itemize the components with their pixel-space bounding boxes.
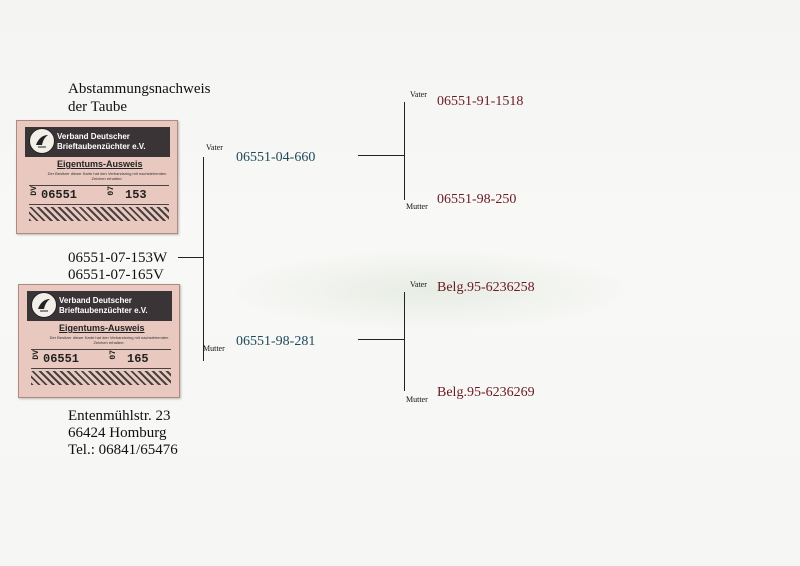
ring-number-2: 06551-07-165V [68, 267, 164, 283]
card-decorative-pattern [31, 371, 171, 385]
connector-mother-branch [358, 339, 404, 340]
card-org-line-1: Verband Deutscher [59, 296, 132, 305]
ring-numbers: 06551-07-153W 06551-07-165V [68, 250, 167, 284]
father-ring: 06551-04-660 [236, 150, 316, 165]
label-vater-mf: Vater [410, 280, 427, 289]
address-street: Entenmühlstr. 23 [68, 408, 171, 424]
card-number-2: 07 [109, 350, 118, 360]
pigeon-logo-icon [29, 128, 55, 154]
owner-address: Entenmühlstr. 23 66424 Homburg Tel.: 068… [68, 408, 178, 459]
title-line-1: Abstammungsnachweis [68, 81, 211, 97]
card-number-3: 165 [127, 352, 149, 366]
connector-father-vertical [404, 102, 405, 200]
address-city: 66424 Homburg [68, 425, 167, 441]
title-line-2: der Taube [68, 99, 128, 115]
ownership-card-1: Verband Deutscher Brieftaubenzüchter e.V… [16, 120, 178, 234]
address-phone: Tel.: 06841/65476 [68, 442, 178, 458]
ownership-card-2: Verband Deutscher Brieftaubenzüchter e.V… [18, 284, 180, 398]
connector-father-branch [358, 155, 404, 156]
card-fine-print: Der Besitzer dieser Karte hat den Verban… [49, 335, 169, 345]
card-ring-number: DV 06551 07 165 [31, 349, 171, 369]
card-dv: DV [30, 186, 39, 196]
card-number-1: 06551 [43, 352, 80, 366]
card-decorative-pattern [29, 207, 169, 221]
card-number-1: 06551 [41, 188, 78, 202]
card-document-title: Eigentums-Ausweis [57, 159, 143, 169]
connector-parents-vertical [203, 157, 204, 361]
document-title: Abstammungsnachweis der Taube [68, 80, 210, 116]
card-org-line-1: Verband Deutscher [57, 132, 130, 141]
card-number-3: 153 [125, 188, 147, 202]
card-fine-print: Der Besitzer dieser Karte hat den Verban… [47, 171, 167, 181]
label-mutter-mm: Mutter [406, 395, 428, 404]
label-vater: Vater [206, 143, 223, 152]
card-dv: DV [32, 350, 41, 360]
mother-father-ring: Belg.95-6236258 [437, 280, 535, 295]
label-mutter-fm: Mutter [406, 202, 428, 211]
card-ring-number: DV 06551 07 153 [29, 185, 169, 205]
connector-bird-to-parents [178, 257, 204, 258]
card-document-title: Eigentums-Ausweis [59, 323, 145, 333]
mother-mother-ring: Belg.95-6236269 [437, 385, 535, 400]
ring-number-1: 06551-07-153W [68, 250, 168, 266]
label-vater-ff: Vater [410, 90, 427, 99]
father-father-ring: 06551-91-1518 [437, 94, 524, 109]
mother-ring: 06551-98-281 [236, 334, 316, 349]
card-org-line-2: Brieftaubenzüchter e.V. [57, 142, 146, 151]
connector-mother-vertical [404, 292, 405, 391]
father-mother-ring: 06551-98-250 [437, 192, 517, 207]
card-org-line-2: Brieftaubenzüchter e.V. [59, 306, 148, 315]
pigeon-logo-icon [31, 292, 57, 318]
label-mutter: Mutter [203, 344, 225, 353]
faint-background-print [230, 250, 630, 330]
card-number-2: 07 [107, 186, 116, 196]
